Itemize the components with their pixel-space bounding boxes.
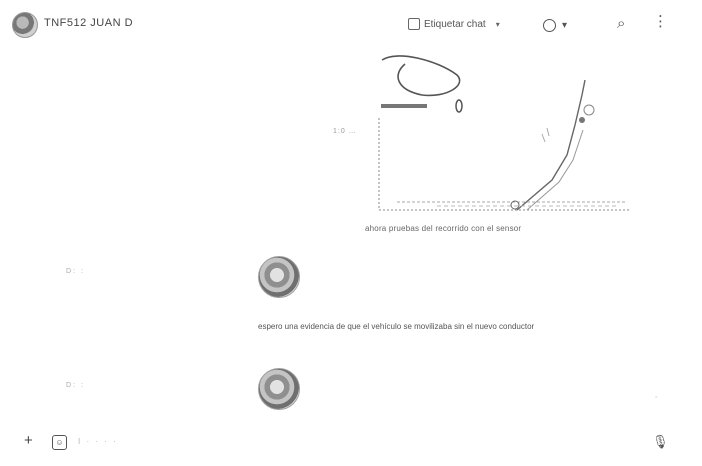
image-caption: ahora pruebas del recorrido con el senso… bbox=[365, 224, 522, 233]
tag-icon bbox=[408, 18, 420, 30]
sticker-icon[interactable]: ☺ bbox=[52, 435, 67, 450]
message-meta: D: : bbox=[66, 268, 85, 275]
message-input[interactable] bbox=[76, 431, 580, 451]
label-chat-text: Etiquetar chat bbox=[424, 18, 486, 30]
sent-image[interactable] bbox=[377, 50, 633, 216]
contact-name[interactable]: TNF512 JUAN D bbox=[44, 17, 134, 29]
image-side-label: 1:0 … bbox=[333, 128, 357, 135]
road-sketch-image bbox=[377, 50, 633, 216]
plus-icon[interactable]: + bbox=[24, 432, 33, 449]
search-icon[interactable]: ⌕ bbox=[617, 15, 626, 32]
message-meta: D: : bbox=[66, 382, 85, 389]
label-chat-button[interactable]: Etiquetar chat ▾ bbox=[408, 18, 500, 30]
message-text: espero una evidencia de que el vehículo … bbox=[258, 322, 535, 331]
sender-avatar[interactable] bbox=[258, 256, 300, 298]
chat-header: TNF512 JUAN D Etiquetar chat ▾ ▾ ⌕ ⋮ bbox=[0, 0, 702, 48]
mic-icon[interactable]: 🎙 bbox=[652, 434, 669, 449]
status-button[interactable]: ▾ bbox=[543, 19, 567, 32]
contact-avatar[interactable] bbox=[12, 12, 38, 38]
status-ring-icon bbox=[543, 19, 556, 32]
scroll-indicator[interactable]: ◦ bbox=[655, 394, 658, 401]
sender-avatar[interactable] bbox=[258, 368, 300, 410]
chevron-down-icon: ▾ bbox=[562, 20, 568, 31]
chevron-down-icon: ▾ bbox=[495, 19, 500, 29]
more-vertical-icon[interactable]: ⋮ bbox=[653, 13, 668, 30]
